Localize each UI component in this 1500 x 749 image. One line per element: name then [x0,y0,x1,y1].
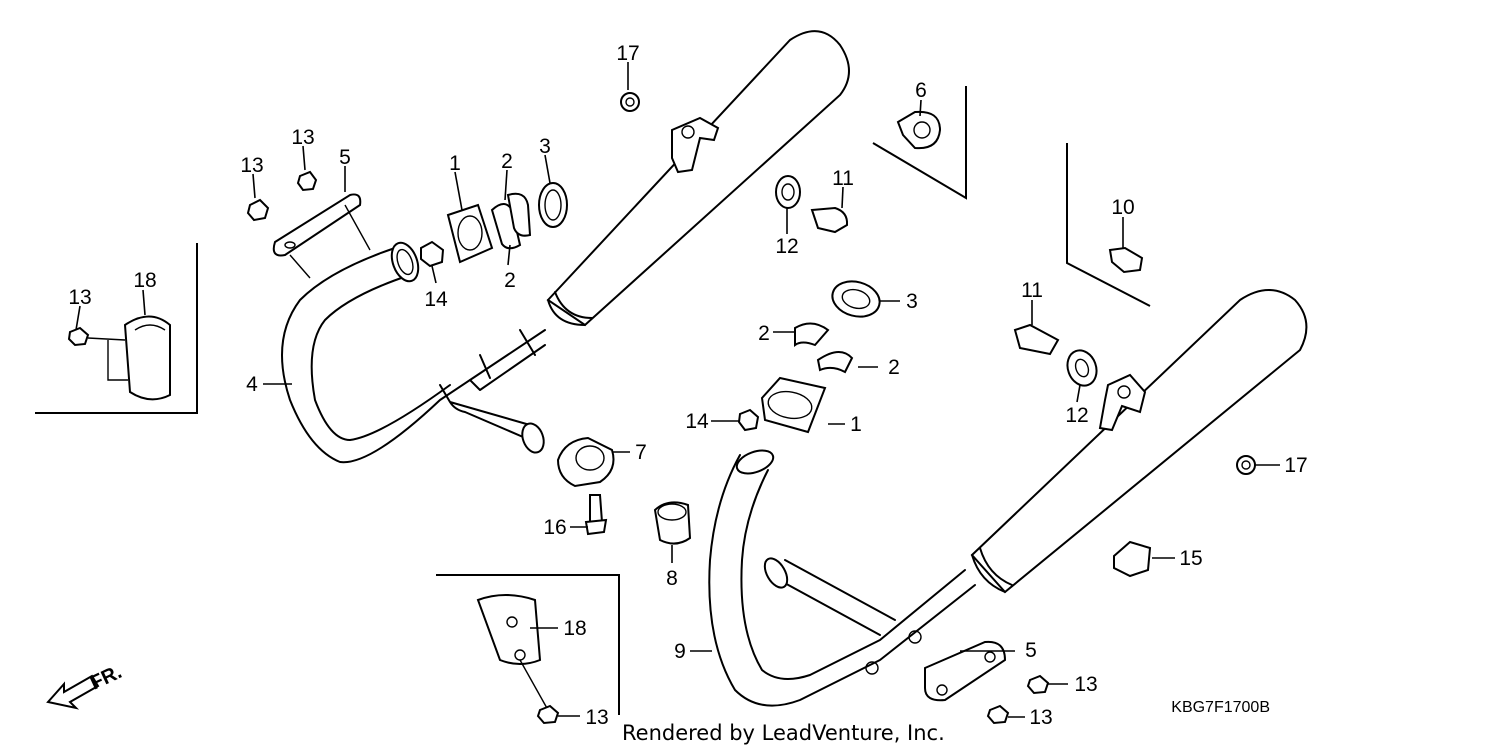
callout-15: 15 [1179,547,1202,570]
callout-5-right: 5 [1025,639,1037,662]
callout-17-right: 17 [1284,454,1307,477]
front-direction-arrow: FR. [46,661,125,710]
left-muffler [546,30,850,327]
diagram-code: KBG7F1700B [1171,699,1270,716]
callout-14-upper: 14 [424,288,448,311]
callout-14-right: 14 [685,410,709,433]
leader-lines [75,62,1280,718]
callout-13-upper-b: 13 [240,154,263,177]
callout-1-right: 1 [850,413,862,436]
callout-10: 10 [1111,196,1134,219]
callout-1-upper: 1 [449,152,461,175]
callout-2-upper-b: 2 [504,269,516,292]
callout-2-right-b: 2 [888,356,900,379]
callout-13-right-a: 13 [1074,673,1097,696]
callout-8: 8 [666,567,678,590]
callout-16: 16 [543,516,566,539]
callout-3-upper: 3 [539,135,551,158]
callout-12-right: 12 [1065,404,1088,427]
callout-2-right-a: 2 [758,322,770,345]
right-muffler [970,289,1308,594]
callout-18-upper: 18 [133,269,156,292]
left-exhaust-pipe [281,241,546,464]
callout-5-upper: 5 [339,146,351,169]
callout-7: 7 [635,441,647,464]
callout-3-right: 3 [906,290,918,313]
render-credit: Rendered by LeadVenture, Inc. [622,721,945,745]
callout-9: 9 [674,640,686,663]
callout-13-lower-a: 13 [585,706,608,729]
callout-4: 4 [246,373,258,396]
callout-6: 6 [915,79,927,102]
callout-11-right: 11 [1021,279,1043,302]
callout-17-upper: 17 [616,42,639,65]
small-parts [67,92,1256,725]
callout-2-upper-a: 2 [501,150,513,173]
right-exhaust-pipe [708,449,976,707]
callout-13-right-b: 13 [1029,706,1052,729]
callout-11-upper: 11 [832,167,854,190]
callout-12-upper: 12 [775,235,798,258]
callout-labels: 17 1 2 3 2 5 13 13 18 13 4 14 7 16 8 9 1… [68,42,1307,729]
callout-18-lower: 18 [563,617,586,640]
callout-13-upper-a: 13 [291,126,314,149]
callout-13-upper-c: 13 [68,286,91,309]
inset-frames [35,86,1151,715]
